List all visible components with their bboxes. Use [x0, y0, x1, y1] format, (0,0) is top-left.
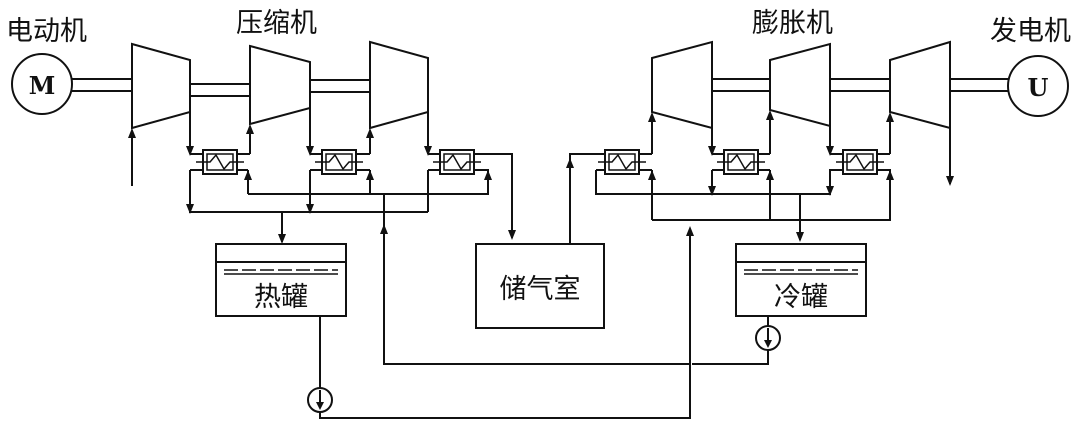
- expander-shaft: [712, 78, 1008, 92]
- expander-heat-exchanger-2: [717, 149, 765, 175]
- expander-heat-exchanger-1: [598, 149, 646, 175]
- expander-stage-2: [769, 42, 831, 128]
- cold-fluid-path: [692, 316, 769, 365]
- compressor-label: 压缩机: [236, 8, 317, 39]
- expander-heat-exchanger-3: [836, 149, 884, 175]
- compressor-stage-2: [249, 44, 311, 126]
- cold-tank-pump: [755, 325, 781, 351]
- motor-symbol: M: [29, 71, 56, 100]
- expander-stage-3: [889, 40, 951, 130]
- air-storage: 储气室: [475, 243, 605, 329]
- hot-tank-pump: [307, 387, 333, 413]
- hot-fluid-path: [319, 226, 694, 419]
- compression-htf-path: [186, 169, 690, 365]
- compressor-heat-exchanger-2: [315, 149, 363, 175]
- expansion-htf-path: [595, 169, 894, 242]
- hot-tank: 热罐: [215, 243, 347, 317]
- cold-tank: 冷罐: [735, 243, 867, 317]
- air-storage-label: 储气室: [500, 274, 581, 305]
- expander-label: 膨胀机: [752, 8, 833, 39]
- hot-tank-label: 热罐: [254, 282, 308, 313]
- compression-air-path: [128, 108, 516, 240]
- expansion-air-path: [566, 110, 954, 244]
- motor: M: [11, 53, 73, 115]
- compressor-stage-1: [131, 42, 191, 130]
- generator-symbol: U: [1028, 73, 1049, 102]
- generator: U: [1007, 55, 1069, 117]
- compressor-stage-3: [369, 40, 429, 130]
- cold-tank-label: 冷罐: [774, 282, 828, 313]
- compressor-heat-exchanger-1: [196, 149, 244, 175]
- generator-label: 发电机: [990, 16, 1071, 47]
- compressor-heat-exchanger-3: [433, 149, 481, 175]
- expander-stage-1: [651, 40, 713, 130]
- motor-label: 电动机: [6, 16, 87, 47]
- compressor-shaft: [72, 78, 370, 97]
